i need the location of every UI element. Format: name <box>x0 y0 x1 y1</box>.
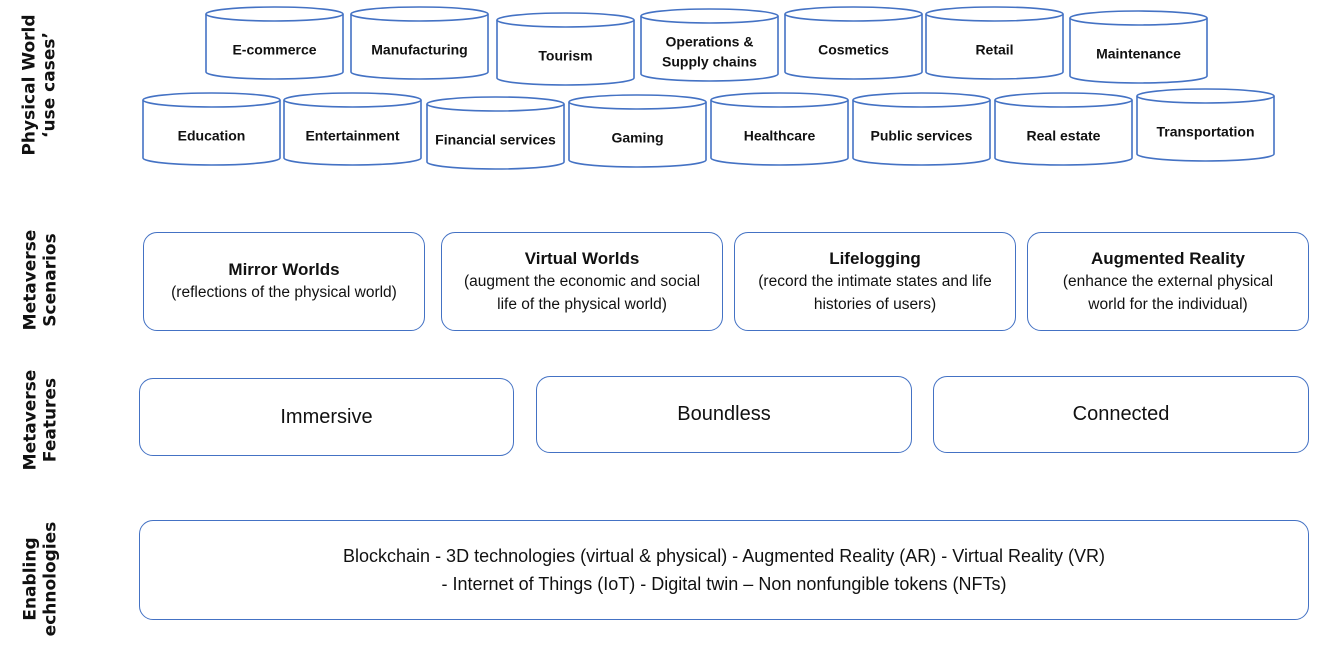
use-case-label: Tourism <box>538 48 592 64</box>
use-case-cylinder: Transportation <box>1136 88 1275 162</box>
scenario-augmented-reality: Augmented Reality (enhance the external … <box>1027 232 1309 331</box>
use-case-cylinder: Financial services <box>426 96 565 170</box>
feature-immersive: Immersive <box>139 378 514 456</box>
feature-label: Connected <box>1072 403 1170 425</box>
cylinder-body <box>568 102 707 168</box>
layer-label-line: Enabling <box>20 536 40 621</box>
cylinder-top <box>640 8 779 24</box>
cylinder-body <box>852 100 991 166</box>
layer-label-technologies: Enabling echnologies <box>0 510 80 647</box>
cylinder-top <box>994 92 1133 108</box>
cylinder-body <box>784 14 923 80</box>
scenario-description: (augment the economic and social life of… <box>463 272 701 313</box>
scenario-title: Mirror Worlds <box>228 260 340 279</box>
cylinder-top <box>350 6 489 22</box>
cylinder-body <box>426 104 565 170</box>
layer-label-features: Metaverse Features <box>0 360 80 480</box>
cylinder-top <box>852 92 991 108</box>
cylinder-body <box>640 16 779 82</box>
use-case-label: Transportation <box>1156 124 1254 140</box>
cylinder-top <box>925 6 1064 22</box>
use-case-cylinder: Retail <box>925 6 1064 80</box>
use-case-cylinder: Gaming <box>568 94 707 168</box>
use-case-label: Manufacturing <box>371 42 467 58</box>
scenario-title: Augmented Reality <box>1091 248 1245 268</box>
layer-label-line: Features <box>40 377 61 463</box>
cylinder-top <box>142 92 281 108</box>
layer-label-line: Metaverse <box>20 369 41 471</box>
cylinder-body <box>142 100 281 166</box>
cylinder-top <box>205 6 344 22</box>
layer-label-line: echnologies <box>40 521 60 636</box>
cylinder-body <box>994 100 1133 166</box>
scenario-description: (reflections of the physical world) <box>171 284 397 301</box>
cylinder-top <box>283 92 422 108</box>
scenario-virtual-worlds: Virtual Worlds (augment the economic and… <box>441 232 723 331</box>
use-case-cylinder: Maintenance <box>1069 10 1208 84</box>
feature-connected: Connected <box>933 376 1309 453</box>
use-case-cylinder: E-commerce <box>205 6 344 80</box>
cylinder-body <box>283 100 422 166</box>
use-case-label: Supply chains <box>662 54 757 70</box>
use-case-cylinders: E-commerce Manufacturing Tourism Operations… <box>142 6 1275 170</box>
use-case-cylinder: Manufacturing <box>350 6 489 80</box>
scenario-description: (record the intimate states and life his… <box>758 272 992 313</box>
cylinder-body <box>710 100 849 166</box>
use-case-cylinder: Healthcare <box>710 92 849 166</box>
technologies-line-1: Blockchain - 3D technologies (virtual & … <box>343 546 1105 566</box>
cylinder-body <box>205 14 344 80</box>
use-case-cylinder: Entertainment <box>283 92 422 166</box>
cylinder-top <box>1136 88 1275 104</box>
use-case-cylinder: Real estate <box>994 92 1133 166</box>
use-case-label: Gaming <box>611 130 663 146</box>
scenario-lifelogging: Lifelogging (record the intimate states … <box>734 232 1016 331</box>
use-case-cylinder: Public services <box>852 92 991 166</box>
use-case-label: Real estate <box>1027 128 1101 144</box>
use-case-label: Financial services <box>435 132 556 148</box>
use-case-cylinder: Tourism <box>496 12 635 86</box>
layer-label-scenarios: Metaverse Scenarios <box>0 210 80 350</box>
use-case-label: Education <box>178 128 246 144</box>
scenario-description: (enhance the external physical world for… <box>1062 272 1274 313</box>
feature-label: Boundless <box>677 403 771 425</box>
cylinder-body <box>496 20 635 86</box>
cylinder-body <box>925 14 1064 80</box>
layer-label-line: Scenarios <box>40 233 61 327</box>
use-case-label: Operations & <box>666 34 754 50</box>
scenario-title: Virtual Worlds <box>524 248 640 268</box>
use-case-label: Retail <box>975 42 1013 58</box>
cylinder-top <box>784 6 923 22</box>
enabling-technologies-box: Blockchain - 3D technologies (virtual & … <box>139 520 1309 620</box>
use-case-cylinder: Cosmetics <box>784 6 923 80</box>
cylinder-top <box>1069 10 1208 26</box>
feature-label: Immersive <box>280 405 373 428</box>
use-case-cylinder: Operations & Supply chains <box>640 8 779 82</box>
feature-boundless: Boundless <box>536 376 912 453</box>
use-case-label: E-commerce <box>232 42 316 58</box>
technologies-line-2: - Internet of Things (IoT) - Digital twi… <box>441 574 1007 594</box>
cylinder-top <box>710 92 849 108</box>
cylinder-body <box>350 14 489 80</box>
cylinder-body <box>1069 18 1208 84</box>
use-case-label: Public services <box>871 128 973 144</box>
use-case-cylinder: Education <box>142 92 281 166</box>
scenario-mirror-worlds: Mirror Worlds (reflections of the physic… <box>143 232 425 331</box>
cylinder-top <box>568 94 707 110</box>
use-case-label: Healthcare <box>744 128 816 144</box>
use-case-label: Maintenance <box>1096 46 1181 62</box>
cylinder-top <box>426 96 565 112</box>
cylinder-body <box>1136 96 1275 162</box>
scenario-title: Lifelogging <box>829 248 921 268</box>
cylinder-top <box>496 12 635 28</box>
layer-label-line: Metaverse <box>20 229 41 331</box>
use-case-label: Cosmetics <box>818 42 889 58</box>
use-case-label: Entertainment <box>305 128 399 144</box>
